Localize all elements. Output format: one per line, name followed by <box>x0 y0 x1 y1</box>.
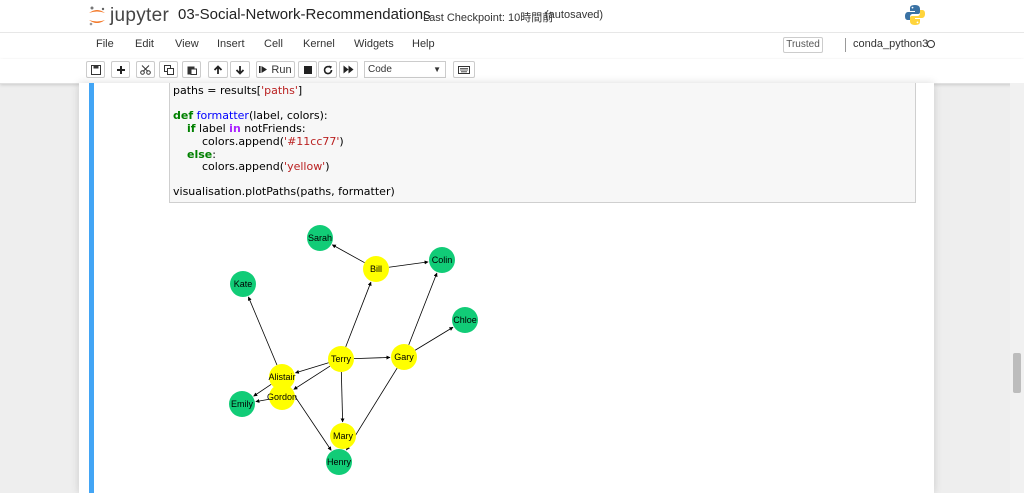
node-label-bill: Bill <box>370 264 382 274</box>
node-colin <box>429 247 455 273</box>
jupyter-logo-text: jupyter <box>110 5 170 26</box>
menu-help[interactable]: Help <box>412 38 435 50</box>
edge-terry-mary <box>340 371 345 423</box>
copy-icon <box>163 64 174 75</box>
node-label-gordon: Gordon <box>267 392 297 402</box>
menu-file[interactable]: File <box>96 38 114 50</box>
menu-widgets[interactable]: Widgets <box>354 38 394 50</box>
jupyter-logo[interactable]: jupyter <box>88 4 169 28</box>
save-button[interactable] <box>86 61 105 78</box>
move-down-button[interactable] <box>230 61 250 78</box>
menu-cell[interactable]: Cell <box>264 38 283 50</box>
node-gordon <box>269 384 295 410</box>
node-kate <box>230 271 256 297</box>
code-line-3: if label in notFriends: <box>187 122 306 135</box>
restart-icon <box>323 65 332 74</box>
restart-button[interactable] <box>318 61 337 78</box>
copy-button[interactable] <box>159 61 178 78</box>
node-label-gary: Gary <box>394 352 414 362</box>
kernel-name: conda_python3 <box>853 38 929 50</box>
edge-bill-colin <box>388 260 429 268</box>
code-cell-input[interactable] <box>169 83 916 203</box>
node-chloe <box>452 307 478 333</box>
cell-type-value: Code <box>368 64 392 75</box>
restart-run-all-button[interactable] <box>339 61 358 78</box>
node-bill <box>363 256 389 282</box>
checkpoint-status: Last Checkpoint: 10時間前 <box>423 12 554 24</box>
arrow-down-icon <box>235 65 245 75</box>
clipboard-icon <box>187 66 197 75</box>
cell-type-select[interactable]: Code ▼ <box>364 61 446 78</box>
edge-gary-colin <box>408 272 438 346</box>
code-line-1: paths = results['paths'] <box>173 84 303 97</box>
code-line-4: colors.append('#11cc77') <box>202 135 344 148</box>
edge-terry-bill <box>345 281 372 348</box>
node-label-colin: Colin <box>432 255 453 265</box>
menu-kernel[interactable]: Kernel <box>303 38 335 50</box>
scissors-icon <box>140 64 151 75</box>
edge-terry-gary <box>353 355 391 360</box>
plus-icon <box>116 65 125 74</box>
fast-forward-icon <box>343 65 354 74</box>
node-sarah <box>307 225 333 251</box>
node-label-chloe: Chloe <box>453 315 477 325</box>
edge-gary-chloe <box>414 326 454 351</box>
stop-icon <box>303 65 312 74</box>
kernel-separator <box>845 38 846 52</box>
node-label-kate: Kate <box>234 279 253 289</box>
keyboard-icon <box>458 65 470 74</box>
python-logo-icon <box>905 5 925 25</box>
caret-down-icon: ▼ <box>433 65 441 74</box>
cut-button[interactable] <box>136 61 155 78</box>
menu-view[interactable]: View <box>175 38 199 50</box>
run-label: Run <box>271 63 292 76</box>
kernel-idle-icon <box>927 40 935 48</box>
node-label-alistair: Alistair <box>268 372 295 382</box>
command-palette-button[interactable] <box>453 61 475 78</box>
node-label-terry: Terry <box>331 354 351 364</box>
node-alistair <box>269 364 295 390</box>
notebook-title[interactable]: 03-Social-Network-Recommendations <box>178 6 431 23</box>
menu-insert[interactable]: Insert <box>217 38 245 50</box>
edge-alistair-kate <box>247 296 278 366</box>
edge-alistair-henry <box>288 387 332 451</box>
trusted-indicator[interactable]: Trusted <box>783 37 823 53</box>
interrupt-button[interactable] <box>298 61 317 78</box>
selected-cell-indicator <box>89 83 94 493</box>
node-henry <box>326 449 352 475</box>
step-forward-icon <box>259 66 268 73</box>
node-mary <box>330 423 356 449</box>
node-emily <box>229 391 255 417</box>
edge-bill-sarah <box>331 244 365 264</box>
jupyter-logo-icon <box>89 6 105 26</box>
edge-gordon-emily <box>255 398 270 403</box>
save-icon <box>90 64 101 75</box>
node-label-henry: Henry <box>327 457 352 467</box>
node-gary <box>391 344 417 370</box>
autosave-status: (autosaved) <box>545 9 604 21</box>
run-button[interactable]: Run <box>256 61 295 78</box>
notebook-header: jupyter 03-Social-Network-Recommendation… <box>0 0 1024 32</box>
code-line-5: else: <box>187 148 216 161</box>
node-label-sarah: Sarah <box>308 233 332 243</box>
node-label-mary: Mary <box>333 431 353 441</box>
arrow-up-icon <box>213 64 223 74</box>
edge-terry-alistair <box>295 362 329 374</box>
edge-alistair-emily <box>253 383 272 397</box>
page-scrollbar[interactable] <box>1010 83 1024 493</box>
edge-terry-gordon <box>293 365 331 390</box>
insert-cell-button[interactable] <box>111 61 130 78</box>
code-line-2: def formatter(label, colors): <box>173 109 328 122</box>
scrollbar-thumb[interactable] <box>1013 353 1021 393</box>
menubar <box>0 32 1024 60</box>
node-label-emily: Emily <box>231 399 253 409</box>
menu-edit[interactable]: Edit <box>135 38 154 50</box>
code-line-6: colors.append('yellow') <box>202 160 330 173</box>
node-terry <box>328 346 354 372</box>
move-up-button[interactable] <box>208 61 228 78</box>
code-line-7: visualisation.plotPaths(paths, formatter… <box>173 185 395 198</box>
paste-button[interactable] <box>182 61 201 78</box>
